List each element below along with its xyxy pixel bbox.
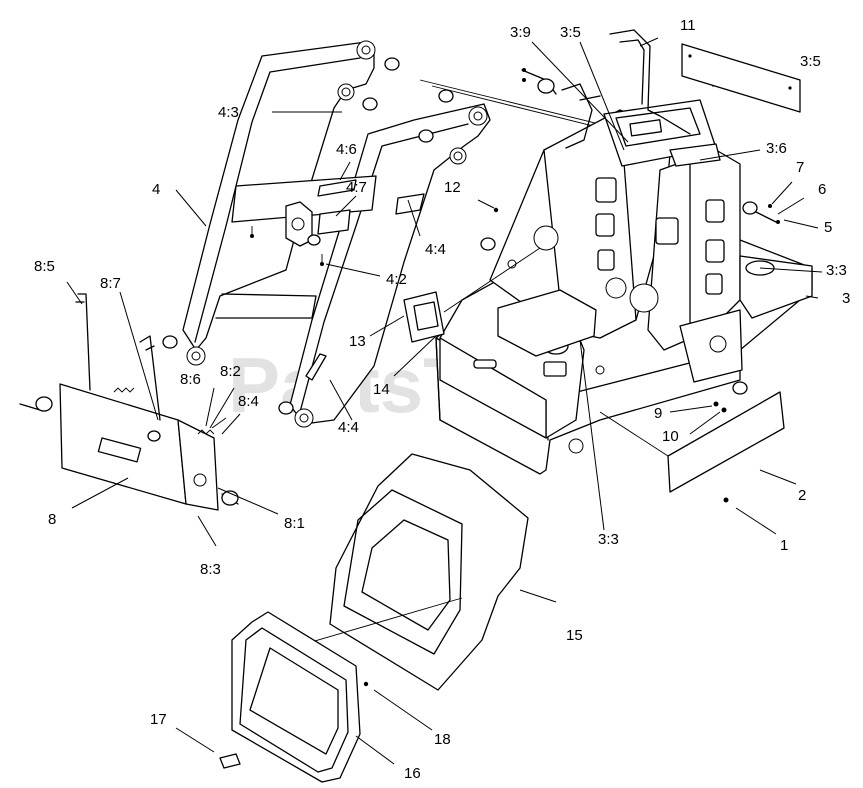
callout-8-7: 8:7 — [100, 275, 121, 292]
callout-12: 12 — [444, 179, 461, 196]
callout-3: 3 — [842, 290, 850, 307]
fastener-9 — [713, 401, 719, 407]
pivot-hardware-top — [521, 68, 557, 95]
callout-6: 6 — [818, 181, 826, 198]
callout-4-4-lower: 4:4 — [338, 419, 359, 436]
callout-9: 9 — [654, 405, 662, 422]
callout-2: 2 — [798, 487, 806, 504]
callout-7: 7 — [796, 159, 804, 176]
callout-4: 4 — [152, 181, 160, 198]
callout-3-3-lower: 3:3 — [598, 531, 619, 548]
callout-3-6: 3:6 — [766, 140, 787, 157]
callout-8-3: 8:3 — [200, 561, 221, 578]
callout-14: 14 — [373, 381, 390, 398]
front-shield — [235, 453, 529, 691]
pivot-hardware-right — [742, 201, 780, 224]
callout-15: 15 — [566, 627, 583, 644]
callout-17: 17 — [150, 711, 167, 728]
callout-8-6: 8:6 — [180, 371, 201, 388]
callout-4-4-upper: 4:4 — [425, 241, 446, 258]
callout-8-5: 8:5 — [34, 258, 55, 275]
callout-16: 16 — [404, 765, 421, 782]
decal-panel — [681, 43, 801, 113]
main-frame — [435, 29, 813, 475]
callout-8: 8 — [48, 511, 56, 528]
callout-13: 13 — [349, 333, 366, 350]
callout-labels: 11 3:9 3:5 3:5 4:3 3:6 4:6 7 4 4:7 12 6 … — [34, 17, 850, 782]
callout-11: 11 — [680, 17, 696, 34]
callout-8-4: 8:4 — [238, 393, 259, 410]
fastener-12 — [493, 207, 499, 213]
fastener-1 — [723, 497, 729, 503]
fastener-18 — [363, 681, 369, 687]
callout-4-2: 4:2 — [386, 271, 407, 288]
callout-1: 1 — [780, 537, 788, 554]
callout-8-1: 8:1 — [284, 515, 305, 532]
callout-18: 18 — [434, 731, 451, 748]
fastener-10 — [721, 407, 727, 413]
callout-3-3-right: 3:3 — [826, 262, 847, 279]
cover-plate — [403, 247, 541, 343]
callout-3-5-right: 3:5 — [800, 53, 821, 70]
callout-3-9: 3:9 — [510, 24, 531, 41]
callout-4-3: 4:3 — [218, 104, 239, 121]
frame-guard — [219, 611, 361, 783]
callout-4-7: 4:7 — [346, 179, 367, 196]
handle-housing-assembly — [19, 293, 239, 511]
callout-4-6: 4:6 — [336, 141, 357, 158]
callout-5: 5 — [824, 219, 832, 236]
callout-3-5-top: 3:5 — [560, 24, 581, 41]
callout-8-2: 8:2 — [220, 363, 241, 380]
side-panel — [599, 391, 785, 493]
callout-10: 10 — [662, 428, 679, 445]
loader-arm-assembly — [162, 40, 691, 428]
